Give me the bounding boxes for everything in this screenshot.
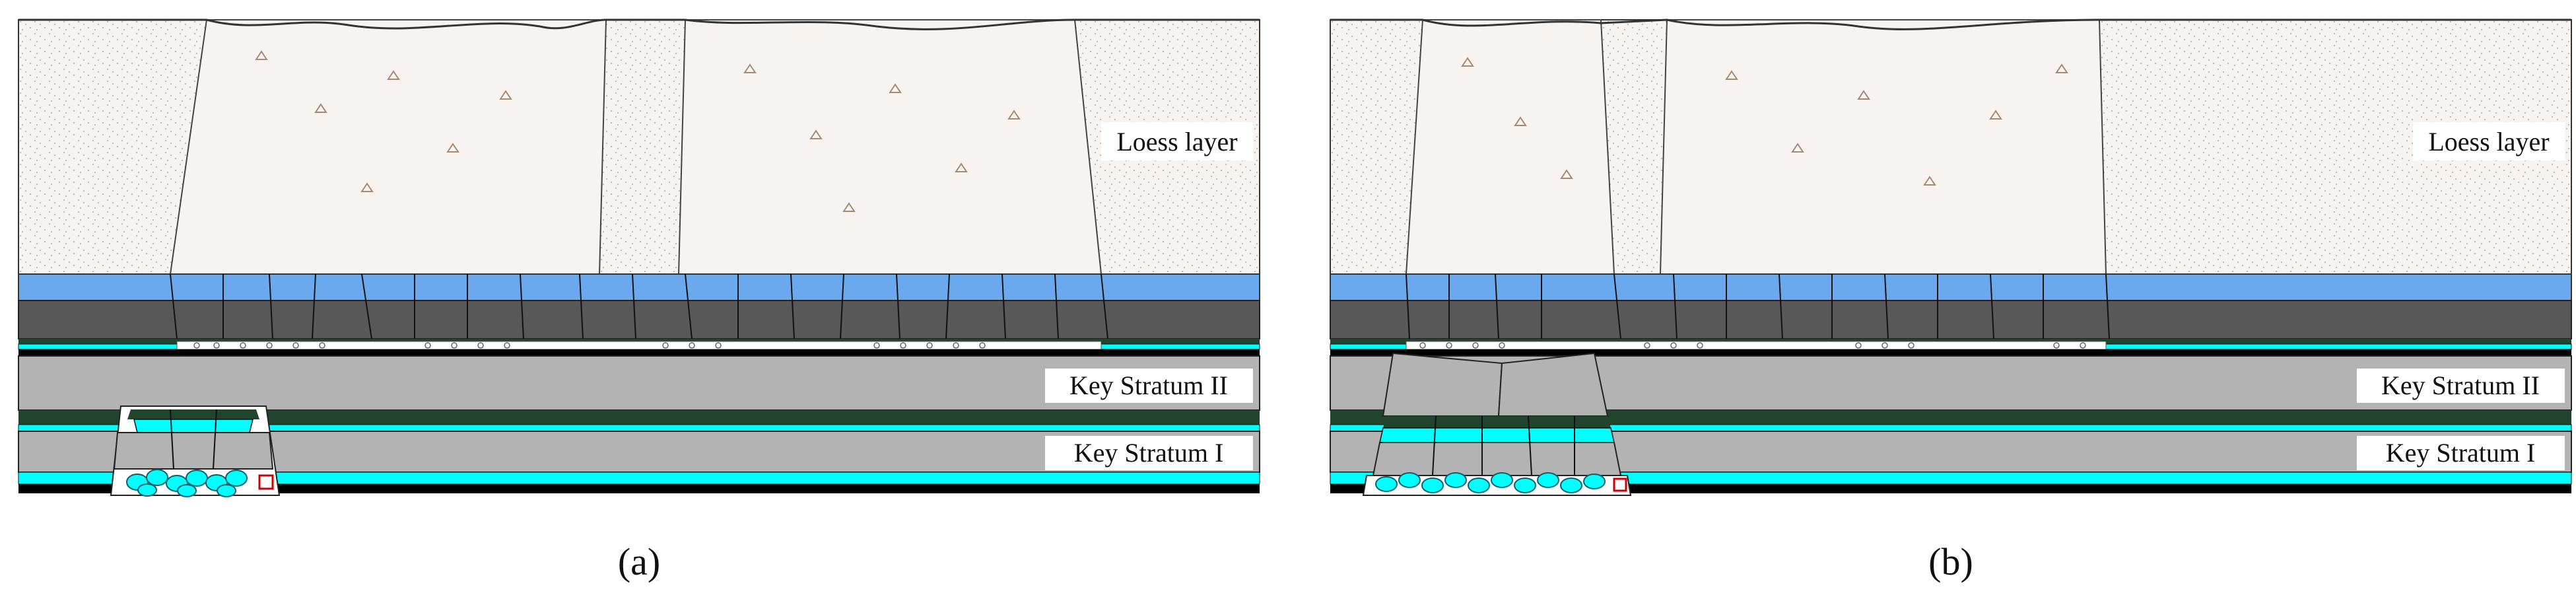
broken-key-i-block (1372, 442, 1622, 476)
caved-coal-pieces (126, 469, 248, 497)
loess-block (1659, 19, 2107, 275)
ground-surface (18, 18, 1260, 30)
svg-text:Key Stratum I: Key Stratum I (2386, 438, 2536, 468)
loess-pebbles (1461, 57, 2068, 186)
svg-text:Key Stratum II: Key Stratum II (2381, 370, 2540, 400)
label-loess: Loess layer (2413, 122, 2565, 160)
floor (18, 484, 1260, 493)
blue-stratum (1330, 273, 2572, 301)
dark-stratum (1330, 300, 2572, 339)
fracture-lines (170, 273, 1108, 339)
loess-block (169, 19, 607, 275)
broken-green-block (127, 409, 259, 419)
svg-text:Key Stratum I: Key Stratum I (1074, 438, 1224, 468)
loess-block (1405, 19, 1615, 275)
svg-text:Loess layer: Loess layer (2428, 127, 2549, 157)
goaf-fractures (1432, 415, 1575, 476)
broken-key-block (113, 432, 274, 470)
caption-a: (a) (618, 540, 660, 583)
svg-text:Key Stratum II: Key Stratum II (1069, 370, 1228, 400)
panel-b: Loess layer Key Stratum II Key Stratum I (1330, 18, 2572, 496)
broken-key-ii-block (1382, 352, 1503, 417)
green-band (1330, 410, 2571, 425)
loess-block (677, 19, 1102, 275)
caption-b: (b) (1928, 540, 1973, 583)
rubble-stones (193, 342, 986, 349)
support-icon (1613, 477, 1627, 492)
rubble-strip (176, 341, 1102, 350)
broken-key-ii-block (1497, 352, 1609, 417)
goaf-fractures (170, 409, 217, 470)
rubble-stones (1419, 342, 2086, 349)
fracture-lines (1406, 273, 2110, 339)
loess-pebbles (255, 50, 1021, 212)
broken-cyan-block (133, 419, 254, 433)
ground-surface (1330, 18, 2571, 30)
black-seam (18, 349, 1260, 356)
broken-cyan-block (1379, 427, 1615, 443)
caved-coal-pieces (1375, 472, 1606, 493)
panel-a: Loess layer Key Stratum II Key Stratum I (18, 18, 1260, 497)
dark-stratum (18, 300, 1260, 339)
label-loess: Loess layer (1101, 122, 1253, 160)
floor (1330, 484, 2571, 493)
support-icon (258, 474, 274, 490)
label-key-stratum-i: Key Stratum I (2357, 436, 2565, 470)
rubble-strip (1406, 341, 2107, 350)
blue-stratum (18, 273, 1260, 301)
label-key-stratum-ii: Key Stratum II (1045, 369, 1253, 403)
label-key-stratum-i: Key Stratum I (1045, 436, 1253, 470)
svg-text:Loess layer: Loess layer (1116, 127, 1237, 157)
label-key-stratum-ii: Key Stratum II (2357, 369, 2565, 403)
black-seam (1330, 349, 2571, 356)
broken-green-block (1383, 416, 1611, 428)
green-band (18, 410, 1260, 425)
